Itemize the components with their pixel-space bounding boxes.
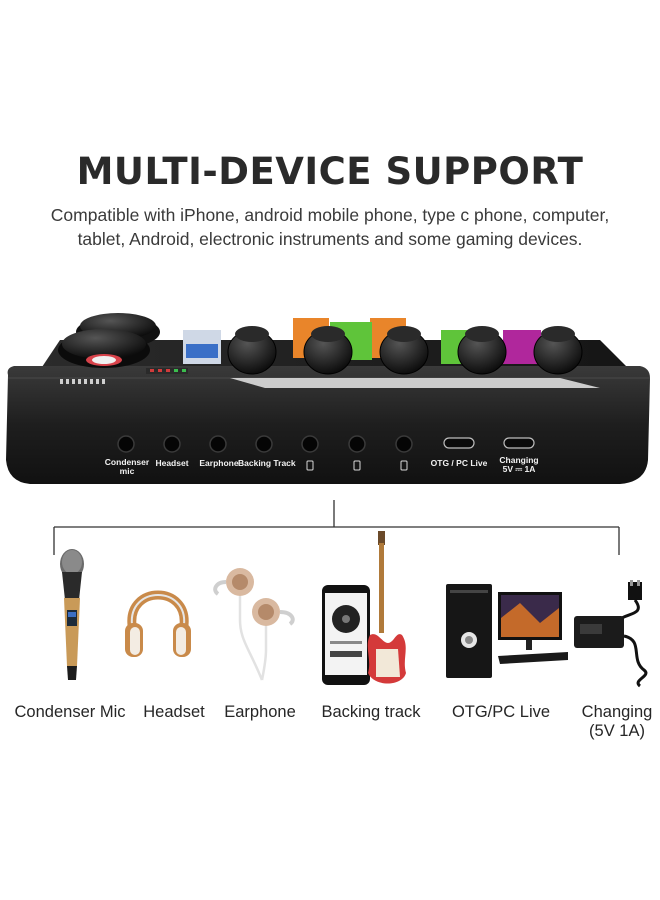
device-caption-earphone: Earphone (224, 703, 296, 721)
microphone-icon (60, 549, 84, 680)
port-label-earphone: Earphone (199, 458, 239, 468)
page-subtitle: Compatible with iPhone, android mobile p… (0, 203, 660, 251)
connector-lines (53, 500, 620, 555)
subtitle-line-2: tablet, Android, electronic instruments … (77, 229, 583, 249)
page-title: MULTI-DEVICE SUPPORT (76, 150, 584, 193)
port-label-headset: Headset (155, 458, 189, 468)
device-caption-changing-line2: (5V 1A) (589, 722, 645, 740)
power-adapter-icon (574, 580, 648, 688)
headphones-icon (125, 590, 191, 657)
sound-card-device (6, 313, 650, 484)
subtitle-line-1: Compatible with iPhone, android mobile p… (50, 205, 610, 225)
port-label-condenser-line1: Condenser (104, 457, 150, 467)
port-label-backing-track: Backing Track (238, 458, 296, 468)
port-label-otg: OTG / PC Live (430, 458, 488, 468)
device-caption-backing-track: Backing track (321, 703, 421, 721)
port-label-condenser-line2: mic (119, 466, 135, 476)
device-caption-changing-line1: Changing (581, 703, 653, 721)
device-caption-condenser-mic: Condenser Mic (14, 703, 126, 721)
phone-guitar-icon (322, 531, 406, 685)
computer-icon (446, 584, 568, 678)
device-caption-headset: Headset (143, 703, 205, 721)
device-caption-otg-pc-live: OTG/PC Live (451, 703, 551, 721)
earphones-icon (213, 568, 295, 681)
port-label-changing-line2: 5V ⎓ 1A (502, 464, 536, 474)
device-caption-changing: Changing (5V 1A) (574, 703, 660, 741)
port-label-changing: Changing 5V ⎓ 1A (492, 456, 546, 474)
port-label-condenser-mic: Condenser mic (102, 458, 152, 476)
port-label-changing-line1: Changing (499, 455, 539, 465)
